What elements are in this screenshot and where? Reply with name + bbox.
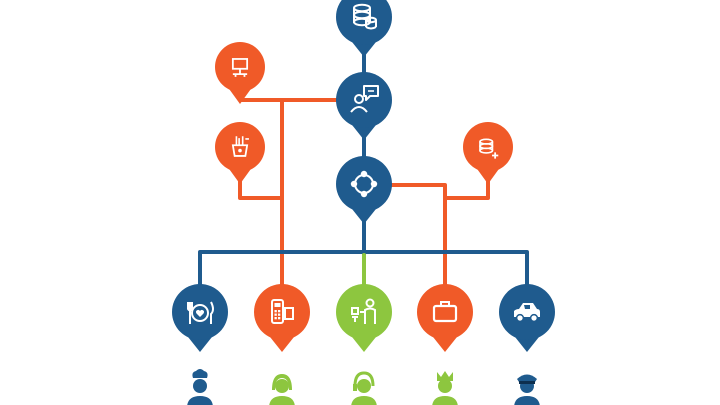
person-body [432,396,458,405]
person-body [187,396,213,405]
database-node [336,0,392,57]
pin-tail [229,89,251,104]
person-body [351,396,377,405]
briefcase-node [417,284,473,352]
pin-tail [352,209,376,224]
people-row [187,369,540,405]
tools-icon [231,136,249,157]
network-hub-icon [350,170,378,198]
woman-icon [269,374,295,405]
distribution-bar [198,250,529,292]
database-add-icon [479,138,499,159]
person-head [438,379,452,393]
pin-circle [336,72,392,128]
headset-operator-icon [351,371,377,405]
payment-node [254,284,310,352]
payment-terminal-icon [271,299,294,324]
pin-tail [352,337,376,352]
pin-tail [229,169,251,184]
pin-circle [417,284,473,340]
database-add-node [463,122,513,184]
king-icon [432,371,458,405]
pin-tail [352,125,376,140]
chef-icon [187,369,213,405]
person-chat-icon [350,85,379,113]
node-pins [172,0,555,352]
database-icon [353,3,377,30]
person-body [269,396,295,405]
pin-circle [215,42,265,92]
fork-knife-heart-icon [187,301,214,324]
pin-circle [336,156,392,212]
car-icon [514,303,540,323]
pin-tail [188,337,212,352]
person-head [193,379,207,393]
briefcase-icon [432,301,458,323]
pin-tail [477,169,499,184]
computer-icon [231,58,249,77]
hub-node [336,156,392,224]
pin-tail [270,337,294,352]
pin-tail [352,42,376,57]
person-head [275,379,289,393]
pin-circle [336,0,392,45]
car-node [499,284,555,352]
tools-node [215,122,265,184]
service-node [336,284,392,352]
restaurant-node [172,284,228,352]
pin-circle [463,122,513,172]
person-head [357,379,371,393]
person-body [514,396,540,405]
computer-node [215,42,265,104]
pin-tail [515,337,539,352]
pin-tail [433,337,457,352]
police-officer-icon [514,374,540,405]
person-service-icon [351,298,376,324]
pin-circle [215,122,265,172]
support-agent-node [336,72,392,140]
